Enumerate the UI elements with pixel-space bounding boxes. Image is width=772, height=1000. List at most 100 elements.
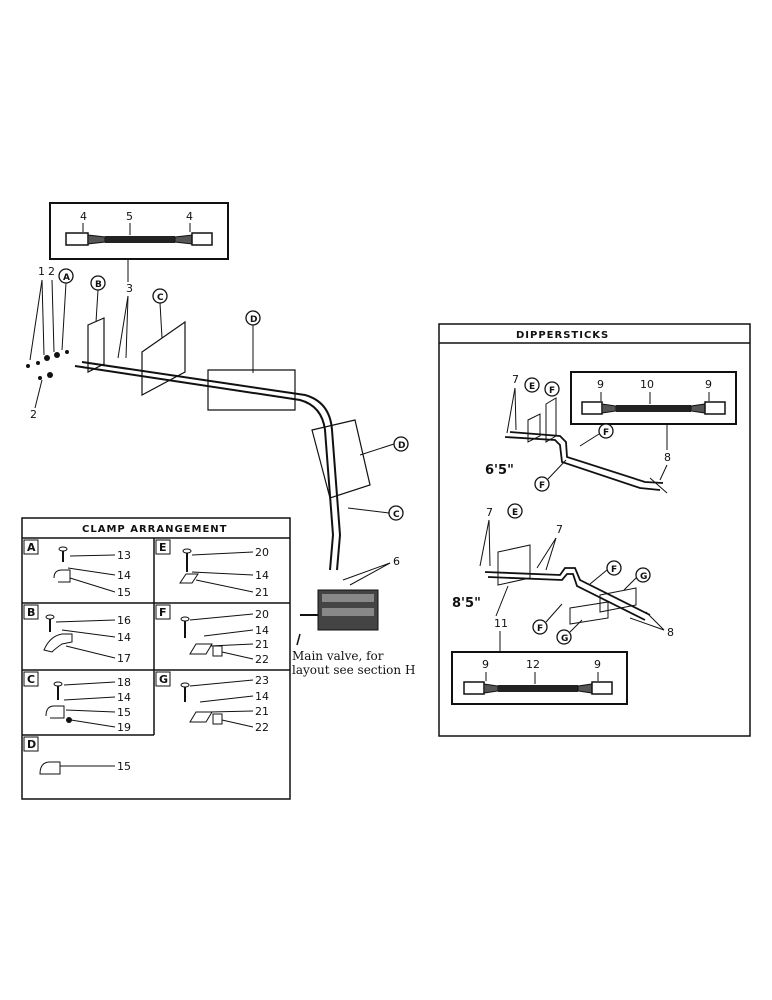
dipper-lower-part-11: 11 [494,617,508,630]
dipper-upper-clamp-f3: F [534,459,567,492]
dipper-upper-part-8: 8 [664,451,671,464]
clamp-cell-f: F 20 14 21 22 [155,604,269,666]
dipper-upper-length: 6'5" [485,463,514,478]
valve-note-line2: layout see section H [292,663,415,677]
svg-text:F: F [159,606,167,619]
dipper-upper-hose-callout: 9 10 9 [570,371,737,425]
clamp-panel-title: CLAMP ARRANGEMENT [82,524,227,535]
svg-text:G: G [640,572,647,582]
part-label-2a: 2 [48,265,55,278]
clamp-cell-d: D 15 [23,736,131,775]
svg-text:20: 20 [255,608,269,621]
part-label-2b: 2 [30,408,37,421]
svg-text:21: 21 [255,638,269,651]
svg-text:9: 9 [482,658,489,671]
svg-text:F: F [537,624,543,634]
svg-text:19: 19 [117,721,131,734]
dipper-upper-clamp-e: E [524,377,540,393]
callout-part-4b: 4 [186,210,193,223]
svg-text:21: 21 [255,586,269,599]
svg-text:G: G [159,673,168,686]
svg-text:F: F [611,565,617,575]
clamp-callout-c-right: C [347,505,404,521]
dipper-lower-part-7b: 7 [556,523,563,536]
clamp-cell-g: G 23 14 21 22 [155,671,269,734]
svg-text:14: 14 [117,569,131,582]
callout-part-4a: 4 [80,210,87,223]
clamp-planes [87,317,371,499]
svg-text:C: C [27,673,35,686]
valve-note-line1: Main valve, for [292,649,384,663]
clamp-cell-e: E 20 14 21 [155,539,269,599]
svg-text:E: E [529,382,535,392]
clamp-cell-c: C 18 14 15 19 [23,671,131,734]
svg-text:14: 14 [117,631,131,644]
svg-text:9: 9 [705,378,712,391]
svg-text:22: 22 [255,721,269,734]
svg-text:22: 22 [255,653,269,666]
svg-text:9: 9 [594,658,601,671]
svg-text:18: 18 [117,676,131,689]
clamp-callout-a: A [58,268,74,351]
svg-text:23: 23 [255,674,269,687]
svg-text:15: 15 [117,760,131,773]
svg-text:12: 12 [526,658,540,671]
dipper-panel-title: DIPPERSTICKS [516,330,609,341]
clamp-cell-a: A 13 14 15 [23,539,131,599]
end-hardware [26,350,69,380]
svg-text:14: 14 [255,690,269,703]
svg-text:B: B [27,606,35,619]
dipper-lower-length: 8'5" [452,596,481,611]
hose-fitting-right [174,232,213,246]
svg-text:10: 10 [640,378,654,391]
dipper-upper-clamp-f1: F [544,381,560,397]
hose-fitting-left [65,232,106,246]
svg-text:C: C [157,293,164,303]
clamp-callout-d-right: D [359,436,409,456]
svg-text:17: 17 [117,652,131,665]
dipper-lower-clamp-g2: G [556,619,583,645]
svg-text:16: 16 [117,614,131,627]
svg-text:D: D [27,738,36,751]
svg-text:F: F [549,386,555,396]
dipper-lower-hose-callout: 9 12 9 [451,651,628,705]
svg-text:21: 21 [255,705,269,718]
clamp-callout-d-top: D [245,310,261,373]
svg-text:9: 9 [597,378,604,391]
svg-text:15: 15 [117,586,131,599]
dipper-lower-clamp-f2: F [532,603,563,635]
dippersticks-panel: DIPPERSTICKS [438,323,751,737]
clamp-arrangement-panel: CLAMP ARRANGEMENT [21,517,291,800]
svg-text:D: D [250,315,257,325]
svg-text:15: 15 [117,706,131,719]
clamp-cell-b: B 16 14 17 [23,604,131,665]
dipper-upper-part-7: 7 [512,373,519,386]
dipper-lower-clamp-e: E [507,503,523,519]
part-label-3: 3 [126,282,133,295]
clamp-callout-c: C [152,288,168,339]
dipper-lower-clamp-f1: F [589,560,622,585]
svg-text:E: E [512,508,518,518]
main-hose-callout: 4 5 4 [49,202,229,260]
part-label-6: 6 [393,555,400,568]
svg-text:G: G [561,634,568,644]
svg-text:F: F [539,481,545,491]
dipper-upper-clamp-f2: F [579,423,614,447]
dipper-lower-clamp-g1: G [623,567,651,591]
dipper-lower-tube [484,544,651,625]
svg-text:20: 20 [255,546,269,559]
svg-text:A: A [27,541,36,554]
svg-text:A: A [63,273,70,283]
svg-text:14: 14 [255,569,269,582]
svg-text:C: C [393,510,400,520]
svg-text:B: B [95,280,102,290]
svg-text:14: 14 [255,624,269,637]
svg-text:13: 13 [117,549,131,562]
part-label-1: 1 [38,265,45,278]
dipper-upper-tube [504,397,668,494]
main-tube-run [74,260,342,571]
svg-text:F: F [603,428,609,438]
dipper-lower-part-8: 8 [667,626,674,639]
clamp-callout-b: B [90,275,106,323]
